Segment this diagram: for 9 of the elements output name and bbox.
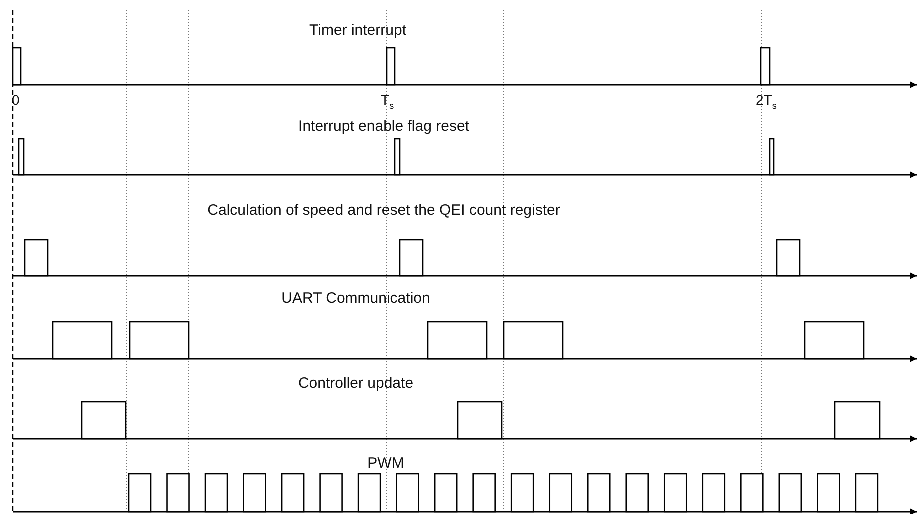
time-tick-label: 2T$_{s}$	[756, 92, 777, 113]
signal-title: Interrupt enable flag reset	[298, 118, 470, 136]
signal-title: UART Communication	[282, 290, 430, 308]
time-tick-label: 0	[12, 92, 20, 108]
time-tick-label: T$_{s}$	[381, 92, 394, 113]
signal-title: PWM	[368, 455, 404, 473]
signal-title: Timer interrupt	[310, 22, 406, 40]
signal-title: Calculation of speed and reset the QEI count register	[208, 202, 560, 220]
signal-title: Controller update	[298, 375, 414, 393]
